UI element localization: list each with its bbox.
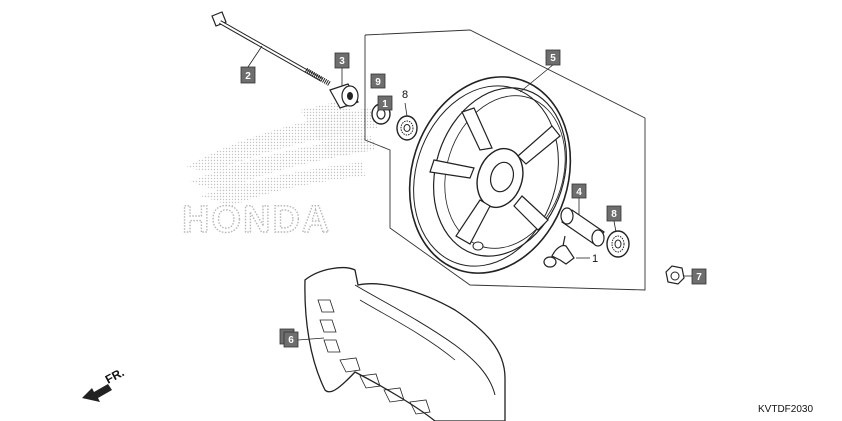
label-1-valve: 1 <box>592 253 598 265</box>
bearing-left <box>396 115 418 141</box>
callout-2-label: 2 <box>245 71 251 82</box>
callout-1-bearing-label: 1 <box>382 99 388 110</box>
front-direction-arrow: FR. <box>82 365 126 402</box>
callout-9: 9 <box>370 73 386 89</box>
callout-8-right-label: 8 <box>611 209 617 220</box>
callout-9-label: 9 <box>375 77 381 88</box>
callout-4: 4 <box>571 183 587 199</box>
callout-6: 6 <box>279 328 299 348</box>
label-8-left: 8 <box>402 89 408 101</box>
tire-valve <box>543 235 575 268</box>
callout-1-bearing: 1 <box>377 95 393 111</box>
front-direction-label: FR. <box>103 365 127 386</box>
callout-3-label: 3 <box>339 56 345 67</box>
brand-watermark-text: HONDA <box>182 199 331 241</box>
honda-wing-logo <box>185 100 378 206</box>
collar <box>329 83 359 109</box>
callout-7-label: 7 <box>696 272 702 283</box>
callout-8-right: 8 <box>606 205 622 222</box>
axle-nut <box>665 265 685 285</box>
wheel-rim <box>408 76 572 274</box>
diagram-code: KVTDF2030 <box>758 404 813 415</box>
callout-7: 7 <box>691 268 707 285</box>
callout-2: 2 <box>240 66 256 84</box>
callout-4-label: 4 <box>576 187 582 198</box>
callout-6-label: 6 <box>288 335 294 346</box>
tire <box>304 267 506 421</box>
assembly-frame <box>364 29 646 291</box>
callout-5-label: 5 <box>550 53 556 64</box>
callout-3: 3 <box>334 52 350 69</box>
axle-bolt <box>211 11 332 87</box>
distance-collar <box>560 207 605 247</box>
bearing-right <box>606 230 630 258</box>
callout-5: 5 <box>545 49 561 66</box>
